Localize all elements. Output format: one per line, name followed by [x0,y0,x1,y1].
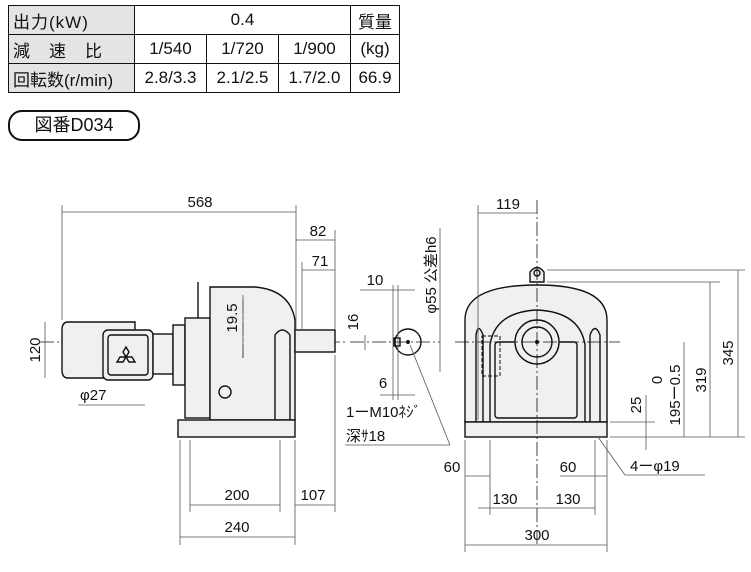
dim-phi27: φ27 [80,387,106,404]
dim-holes: 4ーφ19 [630,458,680,475]
mass-unit: (kg) [350,34,400,64]
table-row: 減 速 比 1/540 1/720 1/900 (kg) [8,34,400,64]
base-plate [177,419,296,438]
spec-table: 出力(kW) 0.4 質量 減 速 比 1/540 1/720 1/900 (k… [8,5,400,93]
shaft-circle [394,328,422,356]
dim-119: 119 [496,196,520,213]
mass-value: 66.9 [350,63,400,93]
ratio-cell: 1/720 [206,34,279,64]
dim-120: 120 [27,337,44,362]
table-row: 回転数(r/min) 2.8/3.3 2.1/2.5 1.7/2.0 66.9 [8,63,400,93]
dim-19-5: 19.5 [224,303,241,332]
dim-16: 16 [345,314,362,331]
speed-cell: 2.1/2.5 [206,63,279,93]
dim-240: 240 [224,519,249,536]
dim-6: 6 [379,375,387,392]
dim-130-right: 130 [555,491,580,508]
dim-60-left: 60 [444,459,461,476]
dim-195: 195ー0.5 [667,365,684,426]
speed-cell: 1.7/2.0 [278,63,351,93]
dim-107: 107 [300,487,325,504]
gear-flange [184,317,211,419]
gear-housing [209,286,296,421]
label-speed: 回転数(r/min) [8,63,135,93]
side-view: 568 82 71 120 φ27 19.5 200 107 240 [27,194,345,545]
label-ratio: 減 速 比 [8,34,135,64]
dim-568: 568 [187,194,212,211]
dim-345: 345 [720,340,737,365]
dim-82: 82 [310,223,327,240]
dim-300: 300 [524,527,549,544]
table-row: 出力(kW) 0.4 質量 [8,5,400,35]
dim-phi55: φ55 公差h6 [423,236,440,313]
dim-71: 71 [312,253,329,270]
speed-cell: 2.8/3.3 [134,63,207,93]
output-value: 0.4 [134,5,351,35]
drawing-number-badge: 図番D034 [8,110,140,141]
output-shaft [294,329,336,353]
tap-note-line2: 深ｻ18 [346,428,385,445]
front-base [464,421,608,438]
dim-130-left: 130 [492,491,517,508]
tap-note-line1: 1ーM10ﾈｼﾞ [346,404,421,421]
label-output: 出力(kW) [8,5,135,35]
dim-25: 25 [628,397,645,414]
dim-200: 200 [224,487,249,504]
dim-60-right: 60 [560,459,577,476]
ratio-cell: 1/900 [278,34,351,64]
brand-logo-icon [115,345,137,363]
dim-10: 10 [367,272,384,289]
mass-header: 質量 [350,5,400,35]
front-view: 119 345 319 0 195ー0.5 25 60 60 130 130 3… [444,196,745,552]
shaft-end-view: 10 16 6 φ55 公差h6 1ーM10ﾈｼﾞ 深ｻ18 [345,228,451,446]
dim-319: 319 [693,367,710,392]
dim-tol-upper: 0 [649,376,666,384]
